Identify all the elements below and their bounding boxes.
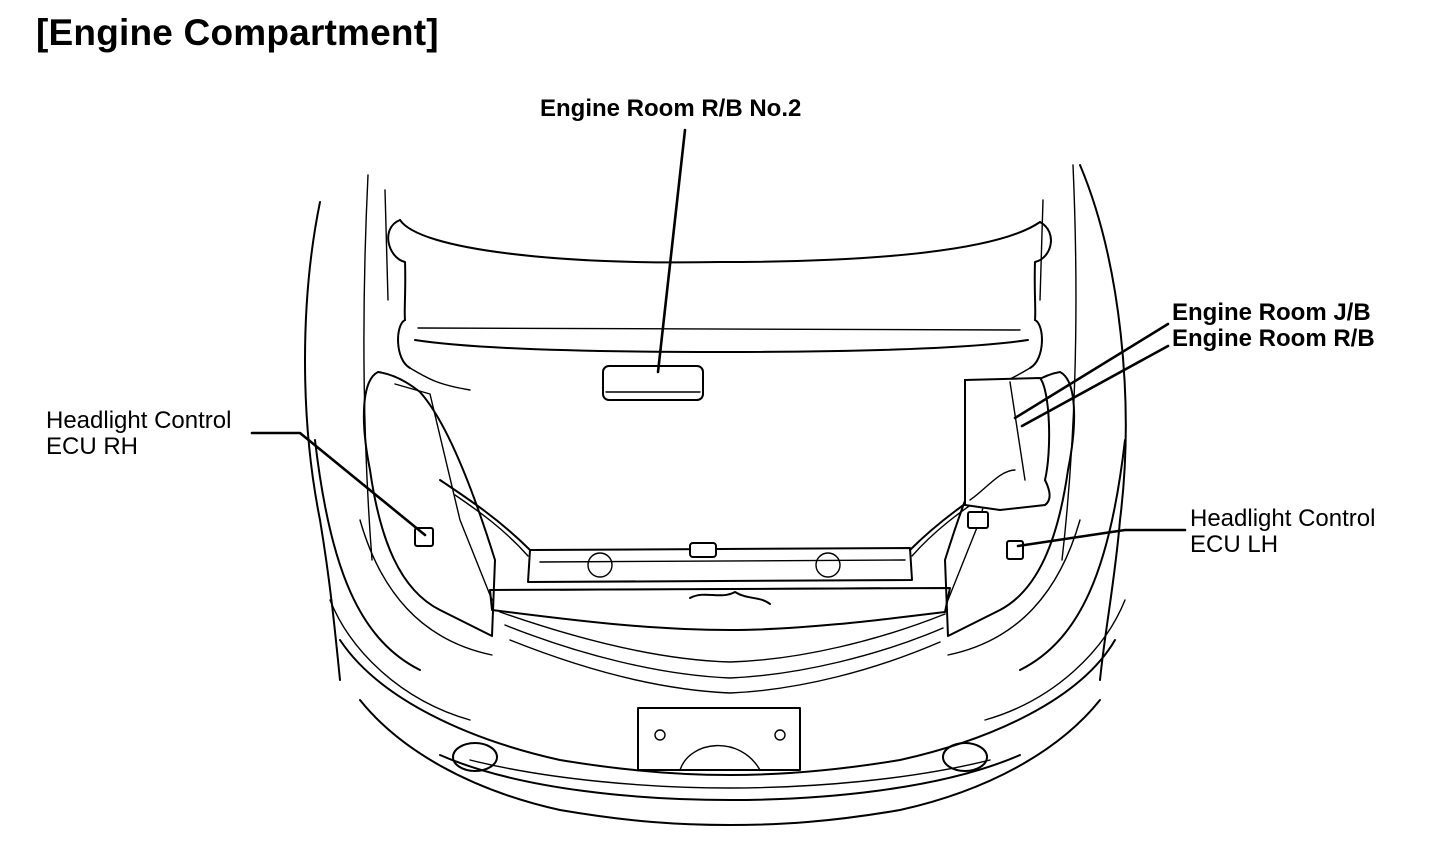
leader-ecu-lh [1016,528,1187,548]
diagram-title: [Engine Compartment] [36,12,439,53]
label-engine-room-jb: Engine Room J/B [1172,299,1371,326]
leader-lines [250,128,1187,548]
label-headlight-control-ecu-rh: Headlight Control ECU RH [46,408,231,460]
leader-rb [1020,344,1170,428]
label-engine-room-rb-no2: Engine Room R/B No.2 [540,95,802,122]
leader-ecu-rh [250,431,427,537]
label-ecu-lh-line2: ECU LH [1190,531,1279,558]
front-grille [489,587,951,694]
label-engine-room-rb: Engine Room R/B [1172,325,1375,352]
label-engine-room-jb-rb: Engine Room J/B Engine Room R/B [1172,300,1375,352]
leader-rb-no2 [656,128,687,374]
label-ecu-lh-line1: Headlight Control [1190,505,1376,532]
label-ecu-rh-line2: ECU RH [46,433,139,460]
engine-room-rb-no2-box [602,365,704,401]
headlight-ecu-lh-unit [1006,540,1024,560]
car-body-outline [304,164,1127,681]
engine-room-jb-rb-box [964,376,1051,529]
radiator-support-area [439,479,1001,605]
front-bumper [329,599,1126,826]
label-headlight-control-ecu-lh: Headlight Control ECU LH [1190,506,1375,558]
leader-jb [1013,322,1170,420]
left-headlamp-housing [314,371,496,671]
headlight-ecu-rh-unit [414,527,434,547]
label-ecu-rh-line1: Headlight Control [46,407,232,434]
